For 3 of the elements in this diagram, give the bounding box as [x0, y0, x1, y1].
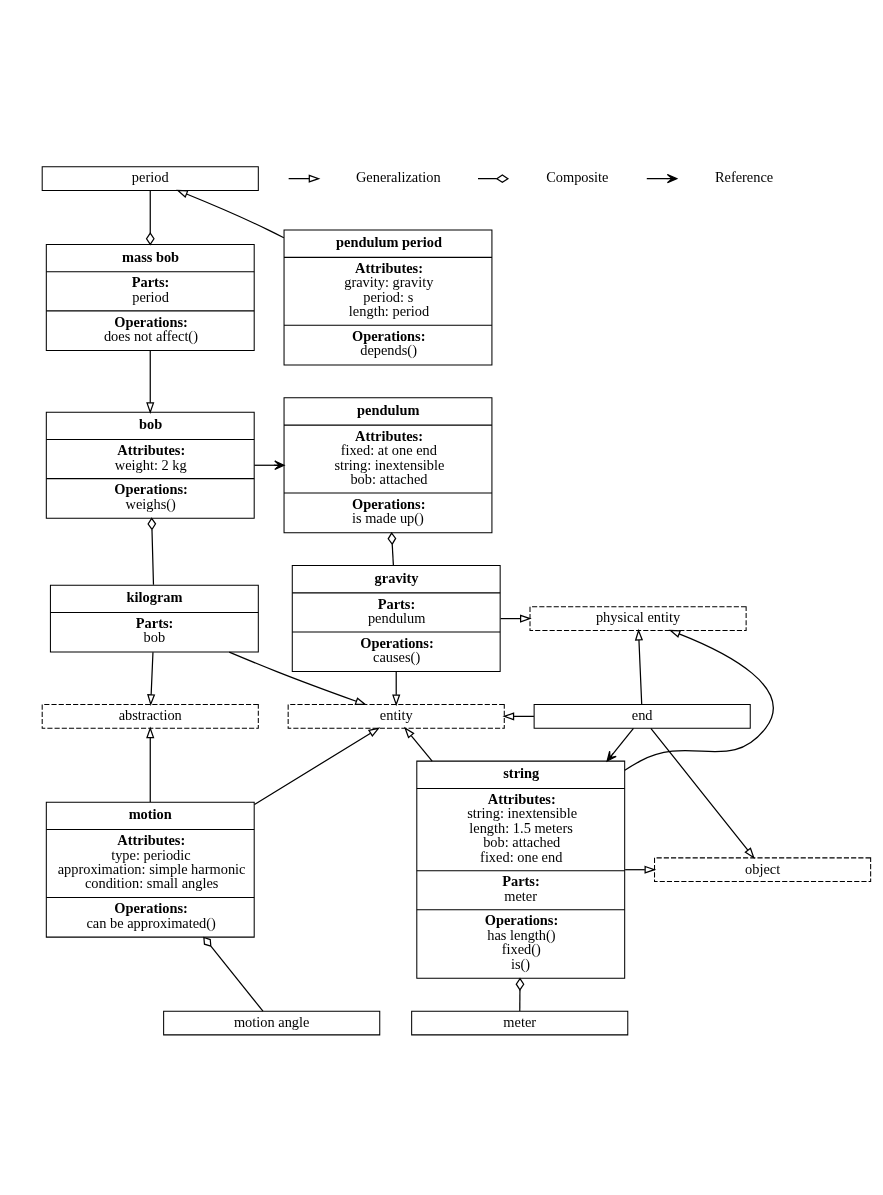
legend-label: Generalization — [355, 169, 441, 186]
legend-label: Composite — [546, 169, 609, 186]
legend-label: Reference — [714, 169, 774, 186]
